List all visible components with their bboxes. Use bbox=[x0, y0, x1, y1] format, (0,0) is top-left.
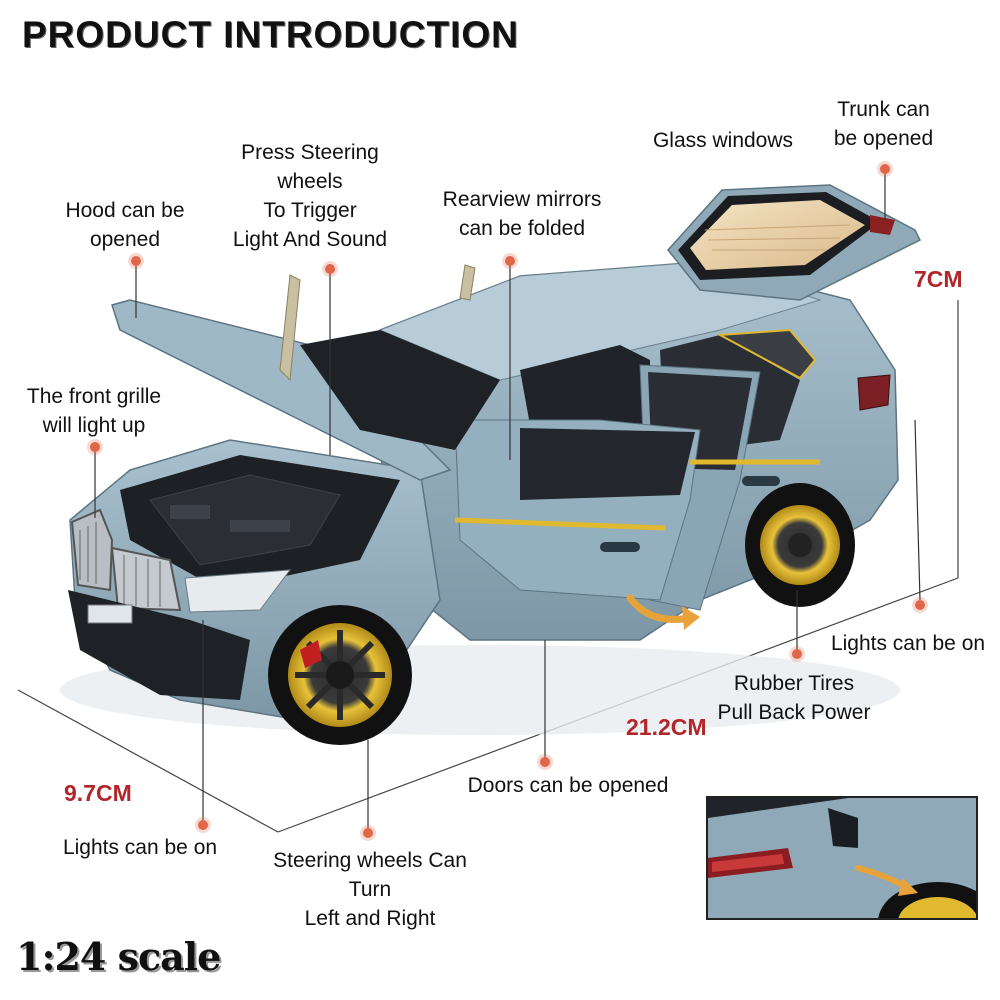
page-title: PRODUCT INTRODUCTION bbox=[22, 14, 519, 55]
callout-dot-steering-press bbox=[325, 264, 335, 274]
callout-dot-steering-turn bbox=[363, 828, 373, 838]
callout-dot-trunk bbox=[880, 164, 890, 174]
label-steering-press: Press Steering wheels To Trigger Light A… bbox=[232, 141, 388, 251]
callout-dot-grille bbox=[90, 442, 100, 452]
dimension-height: 7CM bbox=[914, 266, 963, 292]
label-rear-lights: Lights can be on bbox=[830, 632, 986, 655]
label-hood: Hood can be opened bbox=[65, 199, 185, 251]
callout-dot-hood bbox=[131, 256, 141, 266]
inset-illustration bbox=[708, 798, 976, 918]
callout-dot-tires bbox=[792, 649, 802, 659]
label-grille: The front grille will light up bbox=[26, 385, 162, 437]
callout-dot-mirrors bbox=[505, 256, 515, 266]
dimension-length: 21.2CM bbox=[626, 714, 707, 740]
label-steering-turn: Steering wheels Can Turn Left and Right bbox=[273, 849, 467, 930]
label-glass: Glass windows bbox=[652, 129, 794, 152]
car-body bbox=[68, 184, 922, 745]
callout-lines bbox=[94, 172, 921, 830]
scale-label: 1:24 scale bbox=[16, 934, 221, 979]
callout-dot-doors bbox=[540, 757, 550, 767]
inset-rear-detail-image bbox=[706, 796, 978, 920]
label-front-lights: Lights can be on bbox=[62, 836, 218, 859]
label-mirrors: Rearview mirrors can be folded bbox=[442, 188, 602, 240]
callout-dot-front-lights bbox=[198, 820, 208, 830]
callout-dot-rear-lights bbox=[915, 600, 925, 610]
label-doors: Doors can be opened bbox=[467, 774, 669, 797]
label-trunk: Trunk can be opened bbox=[833, 98, 934, 150]
dimension-width: 9.7CM bbox=[64, 780, 132, 806]
label-tires: Rubber Tires Pull Back Power bbox=[717, 672, 871, 724]
